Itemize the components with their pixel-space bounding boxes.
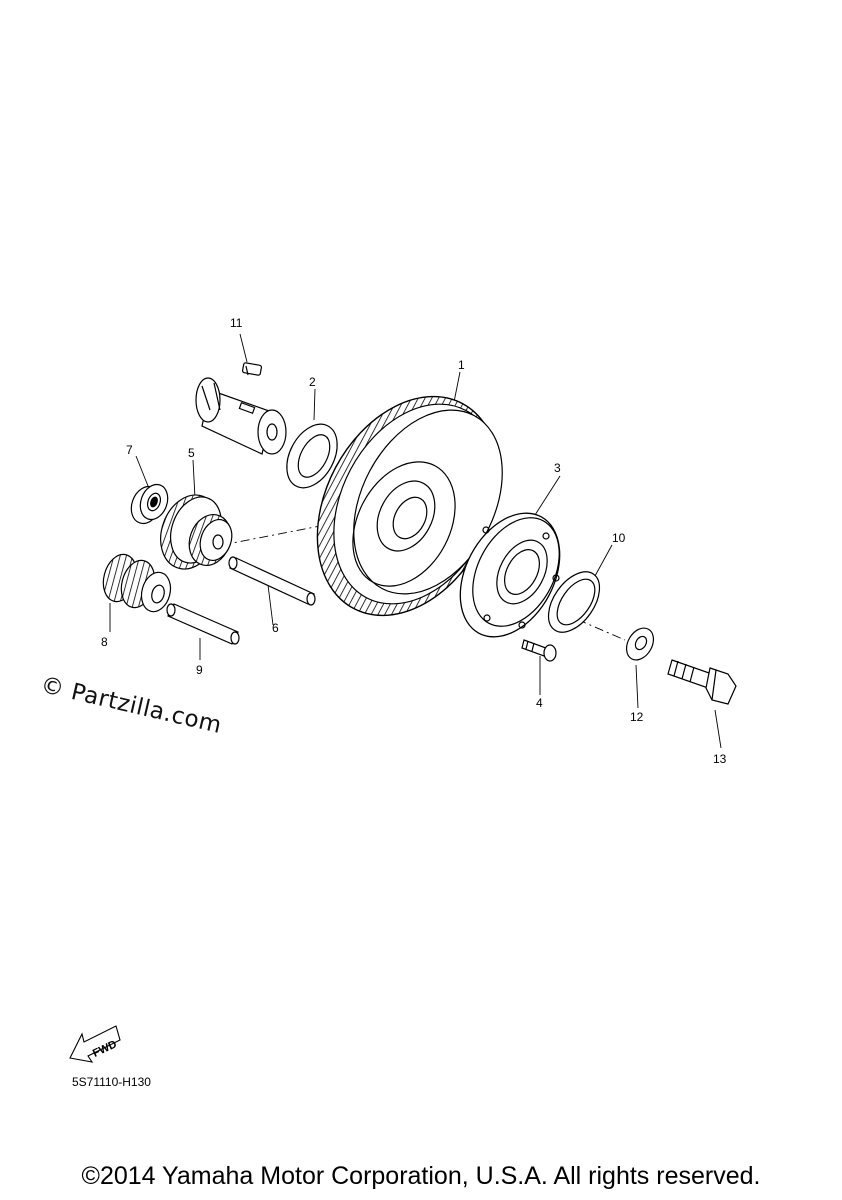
part-8-gear xyxy=(102,553,172,613)
label-8: 8 xyxy=(101,635,108,649)
label-9: 9 xyxy=(196,663,203,677)
part-3-clutch xyxy=(459,512,561,638)
part-7-bearing xyxy=(130,483,169,525)
part-labels: 11 2 1 3 10 7 5 6 8 9 4 12 13 xyxy=(101,316,727,766)
copyright-notice: ©2014 Yamaha Motor Corporation, U.S.A. A… xyxy=(81,1162,761,1190)
label-12: 12 xyxy=(630,710,644,724)
label-10: 10 xyxy=(612,531,626,545)
label-7: 7 xyxy=(126,443,133,457)
part-13-bolt xyxy=(667,659,737,705)
part-2-washer xyxy=(286,423,338,489)
part-1-large-gear xyxy=(316,395,503,617)
part-6-pin xyxy=(228,556,316,606)
label-3: 3 xyxy=(554,461,561,475)
part-5-double-gear xyxy=(160,494,233,570)
fwd-arrow-icon xyxy=(69,1025,121,1063)
part-12-washer xyxy=(625,627,655,661)
label-6: 6 xyxy=(272,621,279,635)
label-1: 1 xyxy=(458,358,465,372)
label-13: 13 xyxy=(713,752,727,766)
part-11-key xyxy=(241,362,263,376)
part-4-bolt xyxy=(521,639,557,662)
label-4: 4 xyxy=(536,696,543,710)
part-10-washer xyxy=(547,571,601,633)
part-9-pin xyxy=(166,603,240,645)
label-5: 5 xyxy=(188,446,195,460)
diagram-ref-code: 5S71110-H130 xyxy=(72,1075,151,1089)
part-shaft xyxy=(195,377,287,455)
label-11: 11 xyxy=(230,316,243,330)
label-2: 2 xyxy=(309,375,316,389)
